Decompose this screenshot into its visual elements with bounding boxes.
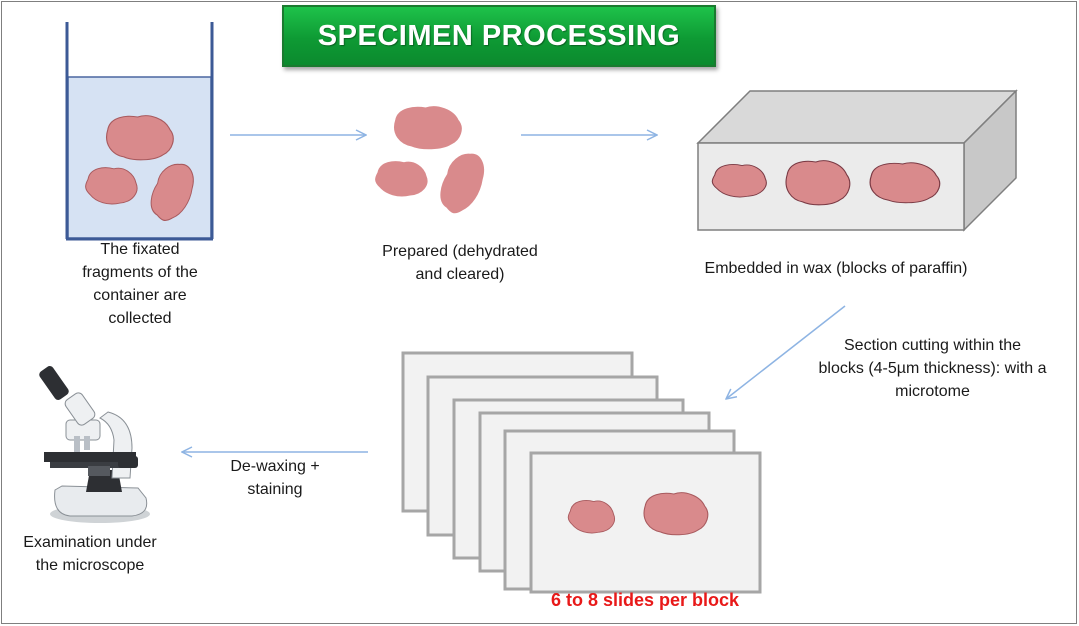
sectioning-label-line: Section cutting within the	[844, 337, 1021, 354]
tissue-fragment-icon	[375, 106, 491, 219]
embedded-label-line: Embedded in wax (blocks of paraffin)	[704, 260, 968, 277]
examination-label: Examination under the microscope	[4, 531, 176, 577]
embedded-label: Embedded in wax (blocks of paraffin)	[664, 257, 1008, 280]
prepared-label-line: Prepared (dehydrated	[382, 243, 538, 260]
sectioning-label-line: blocks (4-5µm thickness): with a	[818, 360, 1047, 377]
examination-label-line: the microscope	[35, 557, 145, 574]
microscope-icon	[39, 366, 150, 523]
prepared-label-line: and cleared)	[415, 266, 505, 283]
staining-label-line: De-waxing +	[230, 458, 320, 475]
fixation-label-line: fragments of the	[82, 264, 198, 281]
beaker-icon	[65, 22, 214, 241]
slide-stack-icon	[401, 351, 762, 594]
slides-per-block-label: 6 to 8 slides per block	[550, 590, 740, 610]
sectioning-label-line: microtome	[895, 383, 970, 400]
prepared-label: Prepared (dehydrated and cleared)	[345, 240, 575, 286]
fixation-label-line: collected	[108, 310, 172, 327]
fixation-label: The fixated fragments of the container a…	[60, 238, 220, 330]
page-title: SPECIMEN PROCESSING	[282, 5, 716, 67]
fixation-label-line: The fixated	[100, 241, 180, 258]
fixation-label-line: container are	[93, 287, 187, 304]
arrow-embedded-to-sectioning	[726, 305, 846, 399]
sectioning-label: Section cutting within the blocks (4-5µm…	[800, 334, 1065, 403]
staining-label-line: staining	[247, 481, 303, 498]
examination-label-line: Examination under	[23, 534, 157, 551]
staining-label: De-waxing + staining	[205, 455, 345, 501]
paraffin-block-icon	[696, 89, 1018, 232]
